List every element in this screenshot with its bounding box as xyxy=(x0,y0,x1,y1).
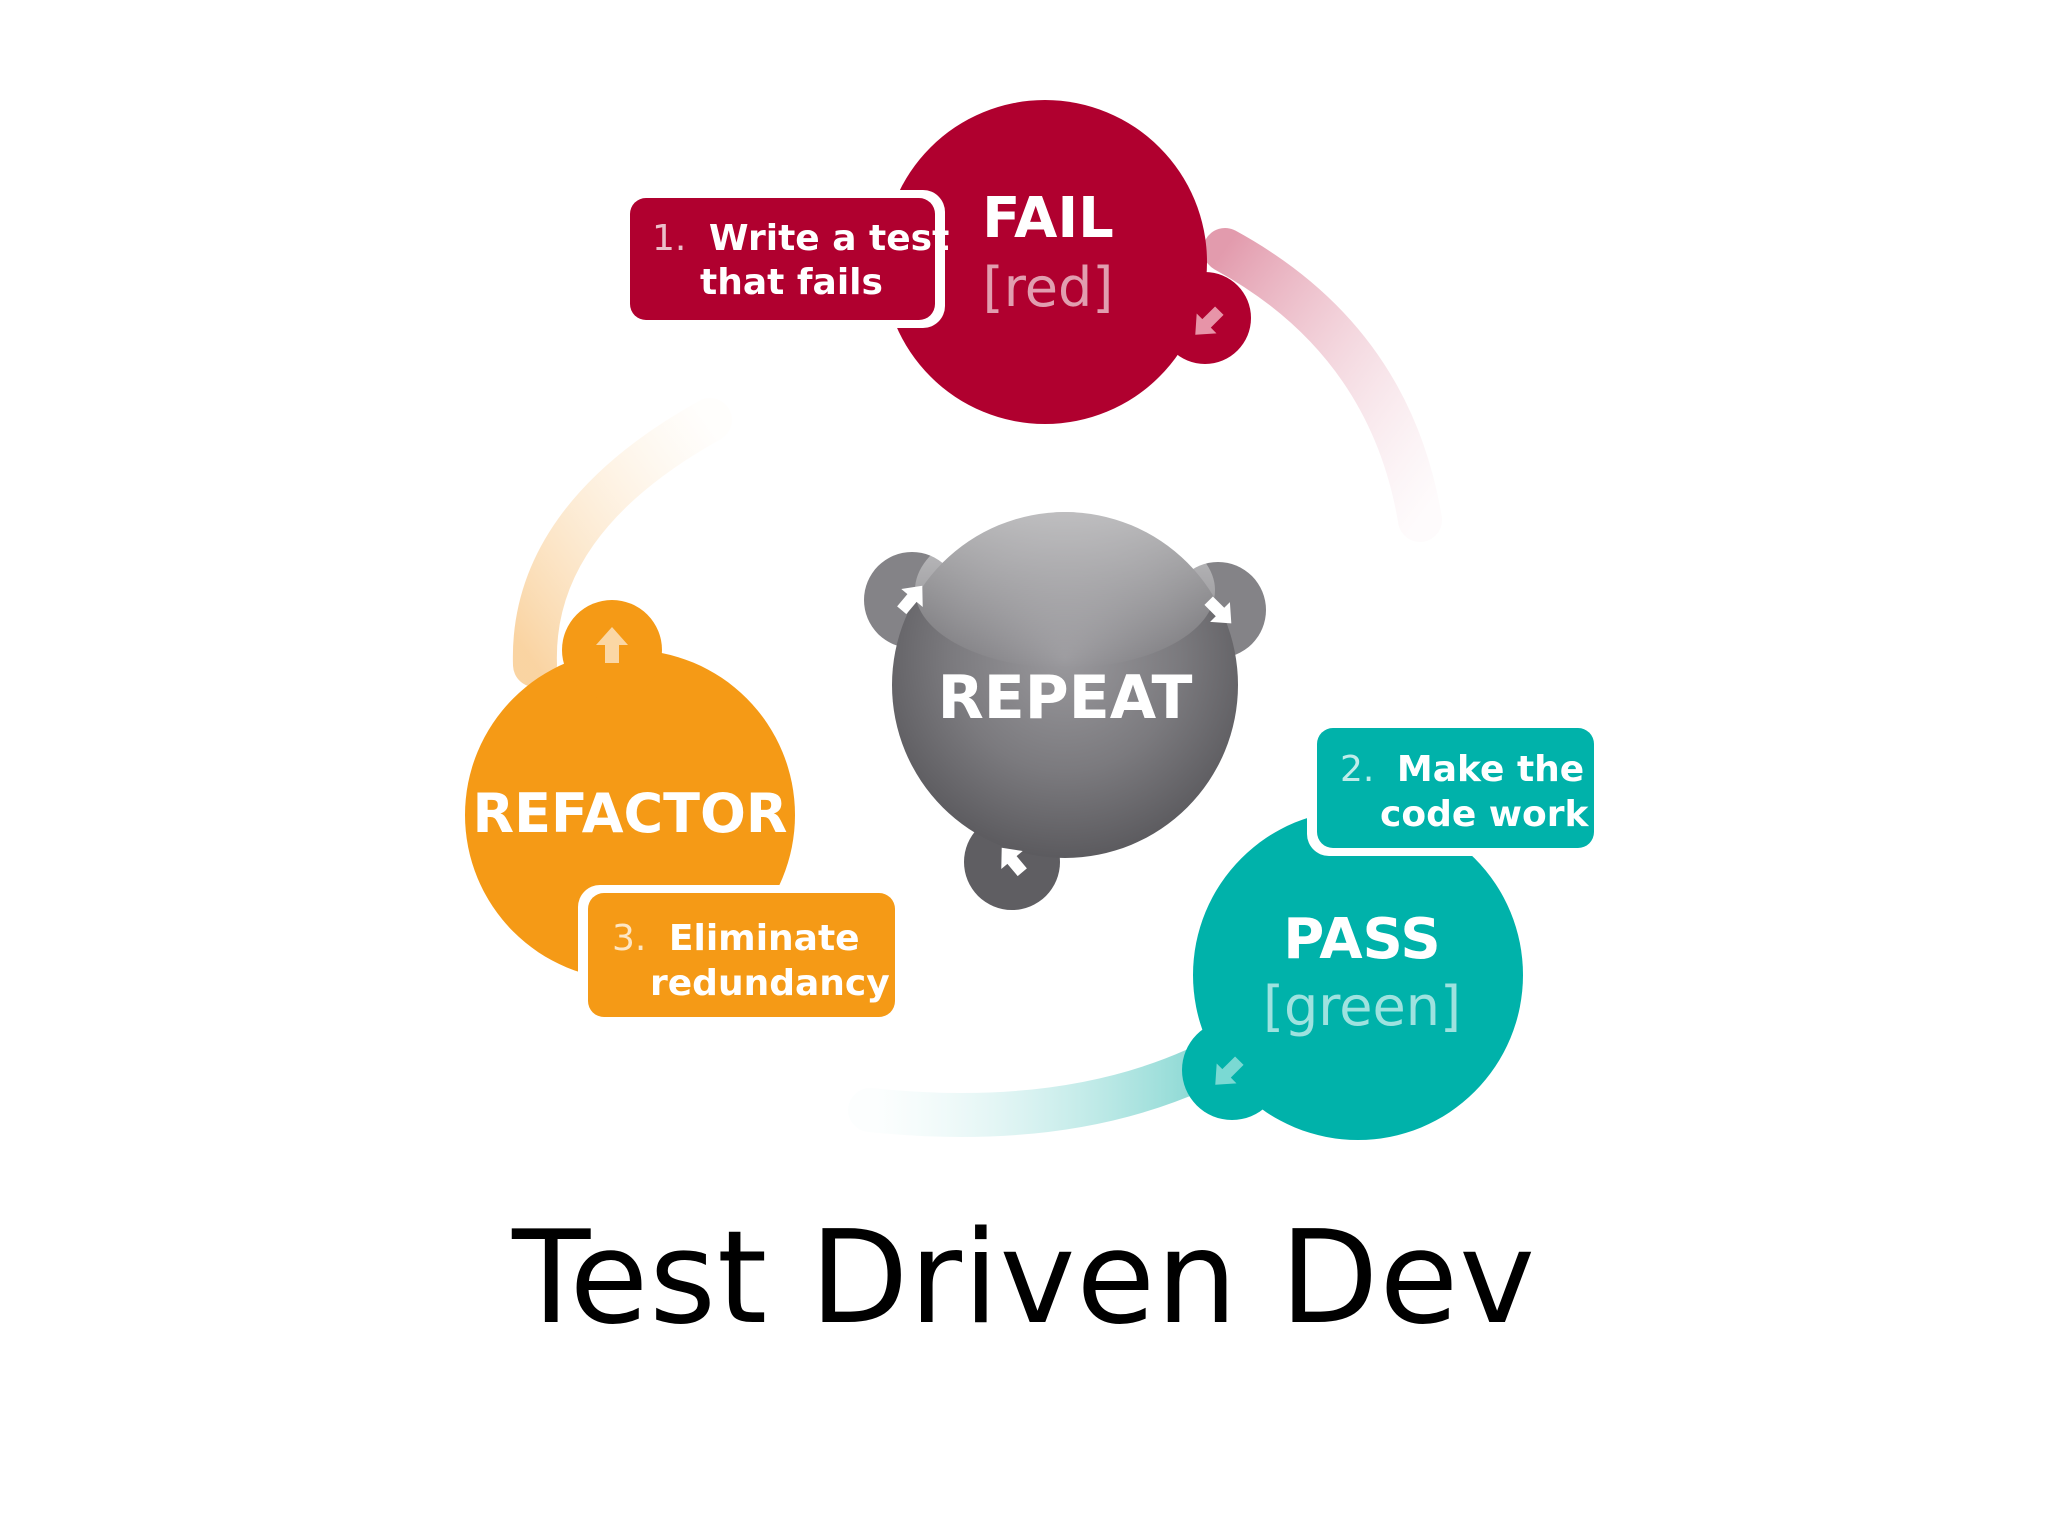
track-arc-fail-to-pass xyxy=(1203,228,1442,542)
svg-text:2. Make the: 2. Make the xyxy=(1340,749,1584,790)
arrow-up-icon xyxy=(596,627,628,663)
track-arc-pass-to-refactor xyxy=(848,1048,1217,1137)
repeat-node: REPEAT xyxy=(864,512,1266,910)
step-3-label: 3. Eliminate redundancy xyxy=(578,885,905,1025)
pass-node: PASS [green] xyxy=(1182,810,1523,1140)
track-arc-refactor-to-fail xyxy=(512,398,732,687)
step-2-label: 2. Make the code work xyxy=(1307,720,1604,856)
pass-title: PASS xyxy=(1283,907,1440,972)
step-3-number: 3. xyxy=(612,918,646,959)
step-1-number: 1. xyxy=(652,218,686,259)
slide-caption: Test Driven Dev xyxy=(512,1204,1536,1353)
refactor-title: REFACTOR xyxy=(473,782,788,845)
svg-text:3. Eliminate: 3. Eliminate xyxy=(612,918,860,959)
step-2-line2: code work xyxy=(1380,794,1590,835)
step-1-label: 1. Write a test that fails xyxy=(620,190,949,328)
fail-node: FAIL [red] xyxy=(883,100,1251,424)
step-1-line1: Write a test xyxy=(709,218,949,259)
step-3-line2: redundancy xyxy=(650,963,890,1004)
arrow-down-right-icon xyxy=(1195,306,1224,335)
arrow-down-left-icon xyxy=(1215,1056,1244,1085)
step-3-line1: Eliminate xyxy=(669,918,860,959)
fail-title: FAIL xyxy=(982,186,1114,251)
step-2-number: 2. xyxy=(1340,749,1374,790)
pass-subtitle: [green] xyxy=(1263,975,1461,1038)
step-1-line2: that fails xyxy=(700,262,883,303)
svg-text:1. Write a test: 1. Write a test xyxy=(652,218,949,259)
fail-subtitle: [red] xyxy=(983,256,1114,319)
step-2-line1: Make the xyxy=(1397,749,1584,790)
repeat-title: REPEAT xyxy=(938,663,1193,733)
cycle-arrows-icon xyxy=(897,585,1232,877)
